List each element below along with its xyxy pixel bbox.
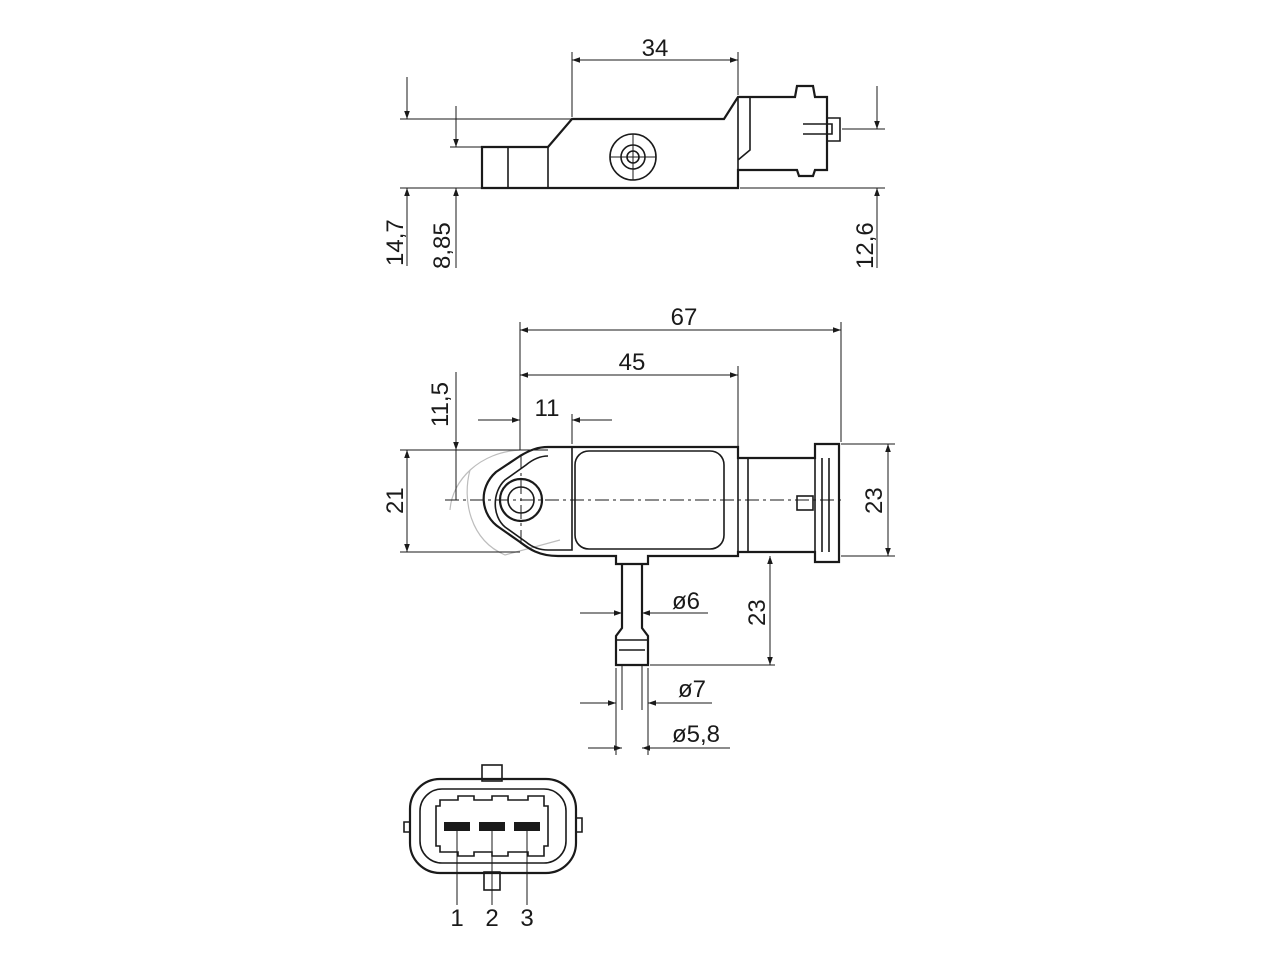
dim-23-label: 23 [861, 487, 888, 514]
dim-23b-label: 23 [744, 599, 771, 626]
dim-885-label: 8,85 [429, 222, 456, 269]
top-view-cover [574, 450, 725, 550]
dim-115-label: 11,5 [427, 382, 454, 427]
connector-pin-3 [514, 822, 540, 831]
side-view: 34 14,7 8,85 12,6 [382, 35, 885, 269]
dim-21-ext [400, 449, 548, 553]
side-view-inlet [481, 147, 549, 188]
connector-pin-leaders [456, 831, 528, 905]
dim-34-label: 34 [642, 35, 669, 62]
dim-11-label: 11 [535, 395, 560, 422]
dim-dia58-label: ø5,8 [672, 721, 720, 748]
connector-side-tabs [403, 817, 583, 833]
dim-right-ext [740, 128, 885, 189]
top-view-ghost-left [466, 469, 561, 556]
dim-dia6-label: ø6 [672, 588, 700, 615]
side-view-hole-center [610, 134, 656, 180]
top-view-flange [494, 447, 573, 551]
pin-label-3: 3 [520, 905, 533, 932]
connector-pin-1 [444, 822, 470, 831]
top-view-connector [737, 444, 830, 562]
side-view-pin [803, 117, 841, 142]
dim-34-ext [571, 52, 739, 117]
side-view-connector [737, 97, 751, 170]
connector-view: 1 2 3 [403, 764, 583, 932]
side-view-body [480, 84, 829, 190]
pin-label-1: 1 [450, 905, 463, 932]
connector-cavity [435, 795, 549, 857]
connector-pin-2 [479, 822, 505, 831]
dim-45-label: 45 [619, 349, 646, 376]
top-view-nozzle-barb [616, 639, 648, 651]
connector-inner-shell [419, 788, 567, 864]
dim-dia7-label: ø7 [678, 676, 706, 703]
dim-126-label: 12,6 [852, 222, 879, 269]
top-view-connector-key [796, 495, 814, 511]
pin-label-2: 2 [485, 905, 498, 932]
dim-dia-ext [615, 666, 649, 755]
connector-top-latch [481, 764, 503, 782]
dim-147-label: 14,7 [382, 219, 409, 266]
dim-67-label: 67 [671, 304, 698, 331]
top-view-ghost-top [449, 449, 521, 511]
dim-21-label: 21 [382, 487, 409, 514]
top-view: 67 45 11 11,5 21 23 23 ø6 ø7 ø5,8 [382, 304, 895, 755]
top-view-nozzle [614, 564, 650, 667]
dim-top-ext [519, 322, 842, 455]
dim-left-ext [400, 118, 572, 189]
